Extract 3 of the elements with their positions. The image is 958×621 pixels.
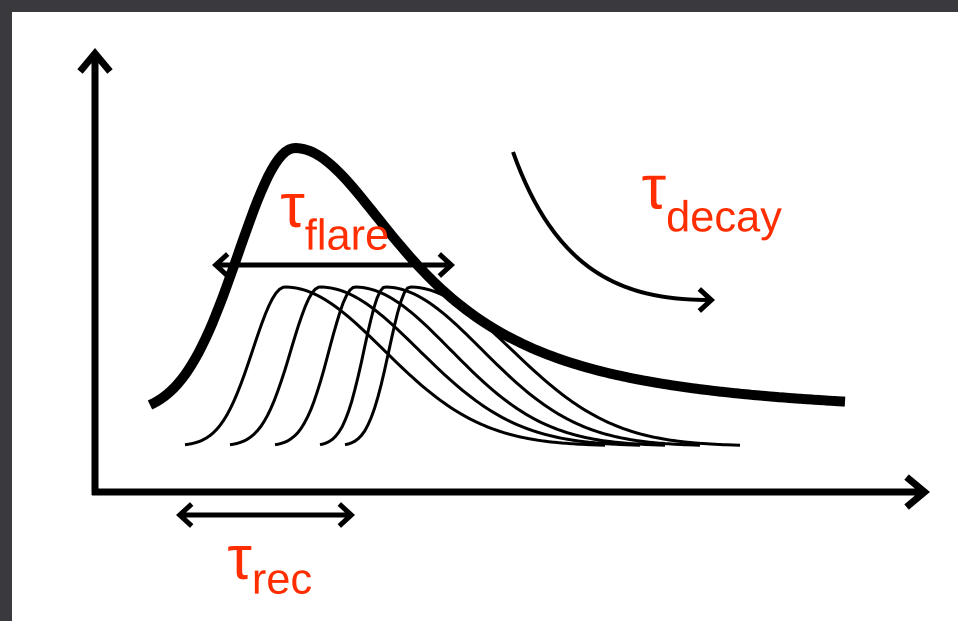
tau-label: τ$_{decay}$: [642, 176, 782, 240]
tau-label: τ$_{rec}$: [228, 546, 311, 594]
tau-label: τ$_{flare}$: [281, 194, 388, 250]
